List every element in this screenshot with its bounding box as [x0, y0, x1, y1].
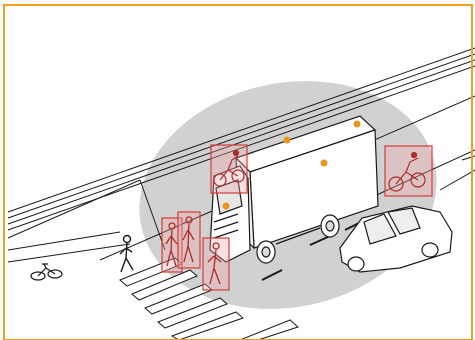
sensor-dot-icon: [223, 203, 230, 210]
detection-box-cyclist-2: [385, 146, 432, 196]
detection-box-pedestrian-3: [203, 238, 229, 290]
detection-box-cyclist-1: [211, 145, 247, 193]
detection-box-pedestrian-2: [178, 212, 200, 268]
sensor-dot-icon: [354, 121, 361, 128]
sensor-dot-icon: [284, 137, 291, 144]
sensor-dot-icon: [321, 160, 328, 167]
